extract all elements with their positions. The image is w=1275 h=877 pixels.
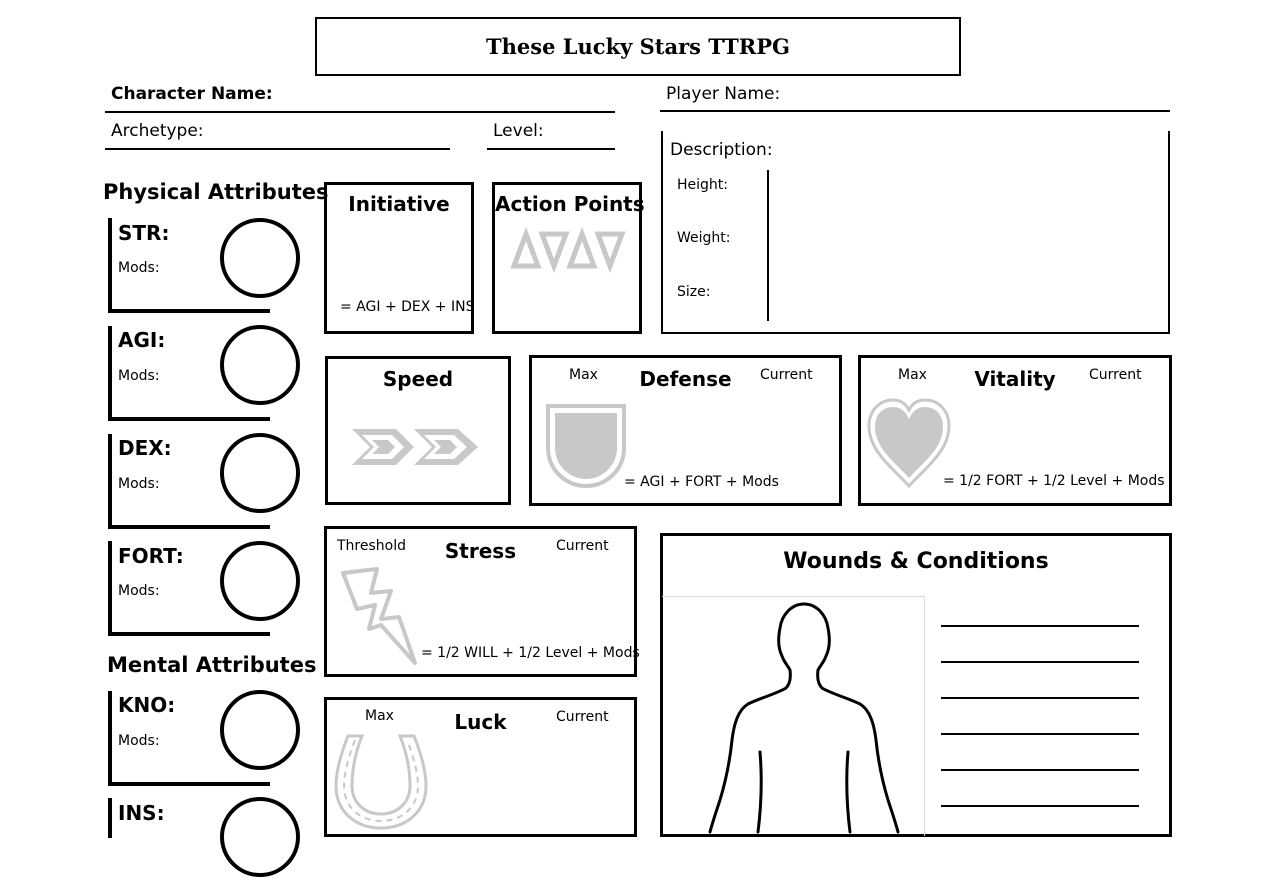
player-name-field[interactable] — [660, 110, 1170, 112]
attribute-label: KNO: — [118, 693, 176, 717]
character-name-label: Character Name: — [111, 84, 273, 104]
action-points-box[interactable]: Action Points — [492, 182, 645, 334]
horseshoe-icon — [334, 734, 428, 830]
defense-formula: = AGI + FORT + Mods — [624, 474, 779, 490]
condition-line[interactable] — [941, 733, 1139, 735]
sheet-title: These Lucky Stars TTRPG — [315, 17, 961, 76]
condition-line[interactable] — [941, 805, 1139, 807]
mods-label: Mods: — [118, 733, 160, 749]
size-label: Size: — [677, 284, 711, 300]
speed-box[interactable]: Speed — [325, 356, 511, 505]
attribute-label: FORT: — [118, 544, 184, 568]
defense-max-label: Max — [569, 367, 598, 383]
stress-current-label: Current — [556, 538, 609, 554]
initiative-box[interactable]: Initiative = AGI + DEX + INS — [324, 182, 474, 334]
heart-icon — [867, 398, 951, 489]
triangle-icons — [510, 226, 626, 274]
archetype-label: Archetype: — [111, 121, 204, 141]
triangle-up-icon — [566, 226, 598, 269]
condition-line[interactable] — [941, 697, 1139, 699]
luck-box[interactable]: Max Luck Current — [324, 697, 637, 837]
attribute-label: DEX: — [118, 436, 172, 460]
stress-formula: = 1/2 WILL + 1/2 Level + Mods — [421, 645, 640, 661]
attribute-score-circle[interactable] — [220, 690, 300, 770]
attribute-bracket — [108, 798, 112, 838]
triangle-up-icon — [510, 226, 542, 269]
mental-attributes-heading: Mental Attributes — [107, 653, 317, 677]
action-points-title: Action Points — [495, 192, 645, 216]
condition-line[interactable] — [941, 769, 1139, 771]
description-box[interactable] — [661, 131, 1170, 334]
height-label: Height: — [677, 177, 728, 193]
attribute-bracket — [108, 541, 270, 636]
weight-label: Weight: — [677, 230, 731, 246]
attribute-score-circle[interactable] — [220, 218, 300, 298]
wounds-title: Wounds & Conditions — [783, 549, 1049, 574]
description-divider — [767, 170, 769, 321]
stress-title: Stress — [444, 539, 517, 563]
luck-current-label: Current — [556, 709, 609, 725]
attribute-score-circle[interactable] — [220, 541, 300, 621]
attribute-label: INS: — [118, 801, 165, 825]
mods-label: Mods: — [118, 260, 160, 276]
condition-line[interactable] — [941, 661, 1139, 663]
initiative-formula: = AGI + DEX + INS — [340, 299, 475, 315]
triangle-down-icon — [594, 231, 626, 274]
attribute-score-circle[interactable] — [220, 433, 300, 513]
attribute-label: STR: — [118, 221, 170, 245]
mods-label: Mods: — [118, 476, 160, 492]
vitality-max-label: Max — [898, 367, 927, 383]
mods-label: Mods: — [118, 368, 160, 384]
vitality-current-label: Current — [1089, 367, 1142, 383]
vitality-title: Vitality — [974, 367, 1056, 391]
character-name-field[interactable] — [105, 111, 615, 113]
luck-max-label: Max — [365, 708, 394, 724]
body-silhouette-icon — [708, 602, 900, 834]
shield-icon — [546, 404, 626, 489]
attribute-score-circle[interactable] — [220, 325, 300, 405]
mods-label: Mods: — [118, 583, 160, 599]
stress-threshold-label: Threshold — [337, 538, 406, 554]
physical-attributes-heading: Physical Attributes — [103, 180, 329, 204]
stress-box[interactable]: Threshold Stress Current = 1/2 WILL + 1/… — [324, 526, 640, 677]
attribute-bracket — [108, 326, 270, 421]
speed-title: Speed — [382, 367, 454, 391]
defense-box[interactable]: Max Defense Current = AGI + FORT + Mods — [529, 355, 842, 506]
archetype-field[interactable] — [105, 148, 450, 150]
triangle-down-icon — [538, 231, 570, 274]
initiative-title: Initiative — [348, 192, 450, 216]
level-label: Level: — [493, 121, 544, 141]
vitality-box[interactable]: Max Vitality Current = 1/2 FORT + 1/2 Le… — [858, 355, 1172, 506]
vitality-formula: = 1/2 FORT + 1/2 Level + Mods — [943, 473, 1165, 489]
defense-current-label: Current — [760, 367, 813, 383]
attribute-bracket — [108, 691, 270, 786]
luck-title: Luck — [454, 710, 507, 734]
level-field[interactable] — [487, 148, 615, 150]
condition-line[interactable] — [941, 625, 1139, 627]
chevron-arrows-icon — [352, 429, 478, 465]
attribute-bracket — [108, 218, 270, 313]
attribute-label: AGI: — [118, 328, 166, 352]
description-label: Description: — [670, 140, 773, 160]
attribute-score-circle[interactable] — [220, 797, 300, 877]
attribute-bracket — [108, 434, 270, 529]
lightning-bolt-icon — [341, 567, 417, 665]
defense-title: Defense — [639, 367, 732, 391]
body-diagram-area — [662, 596, 925, 836]
player-name-label: Player Name: — [666, 84, 781, 104]
